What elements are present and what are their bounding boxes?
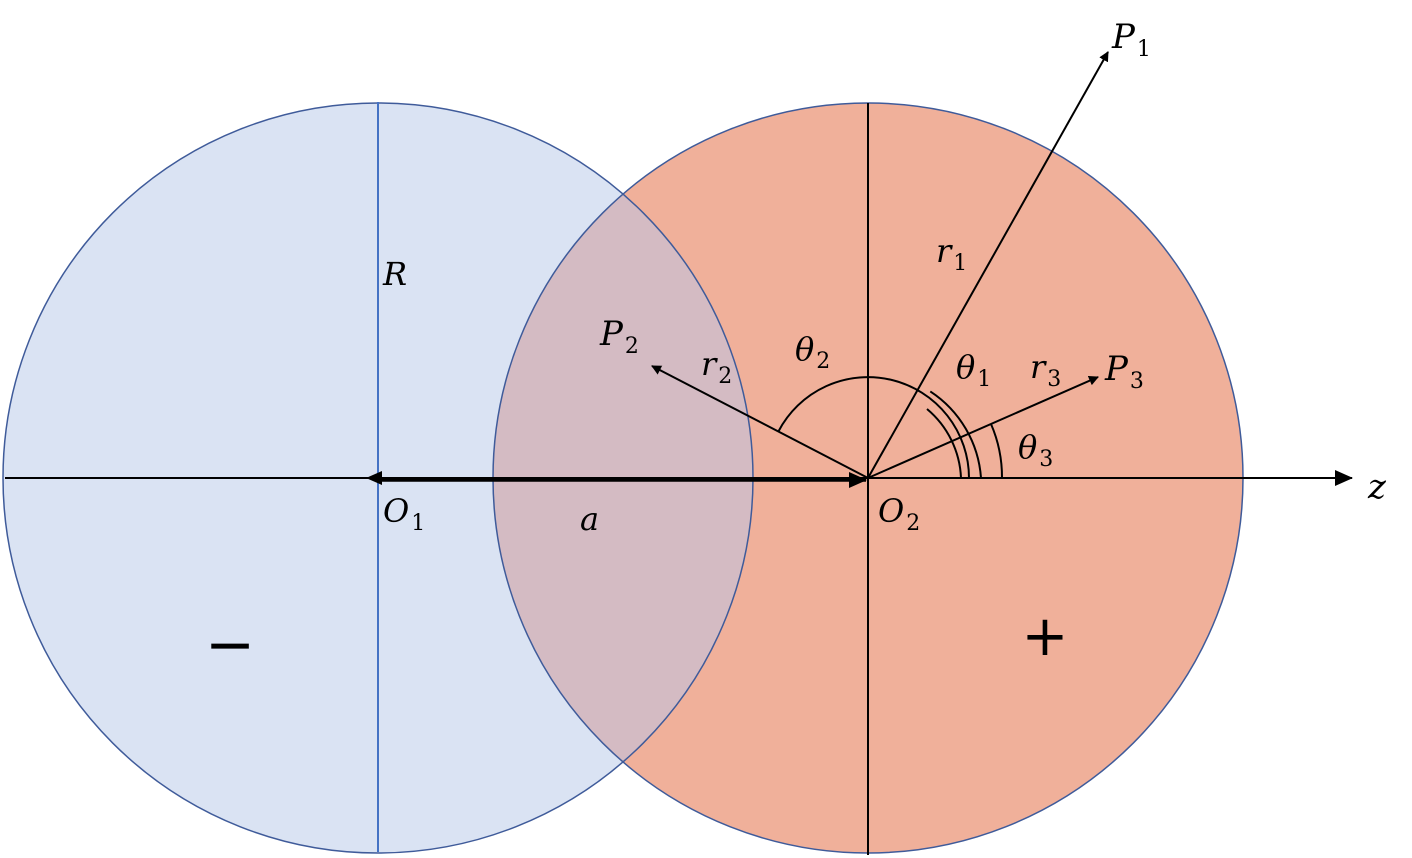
theta1-arc-inner xyxy=(926,408,962,479)
r2-vector xyxy=(651,365,869,479)
r3-vector xyxy=(867,376,1099,479)
theta1-arc-outer xyxy=(929,390,982,479)
label-r2: r2 xyxy=(701,345,732,389)
label-z: z xyxy=(1367,467,1387,507)
o1-arrow-tip-icon xyxy=(366,471,382,485)
label-O1: O1 xyxy=(383,492,425,536)
label-R: R xyxy=(382,255,407,293)
label-r3: r3 xyxy=(1030,348,1061,392)
label-theta1: θ1 xyxy=(956,348,991,392)
label-O2: O2 xyxy=(878,492,920,536)
label-theta2: θ2 xyxy=(795,330,830,374)
r1-vector xyxy=(867,51,1109,479)
overlap-region xyxy=(493,103,753,853)
negative-charge-sign: − xyxy=(205,610,255,680)
label-theta3: θ3 xyxy=(1018,428,1053,472)
positive-charge-sign: + xyxy=(1022,604,1069,669)
label-a: a xyxy=(580,500,599,538)
theta2-arc xyxy=(777,376,970,479)
label-P3: P3 xyxy=(1104,349,1144,394)
label-P1: P1 xyxy=(1111,17,1151,62)
label-P2: P2 xyxy=(599,314,639,359)
theta3-arc xyxy=(990,423,1004,479)
label-r1: r1 xyxy=(936,232,967,276)
